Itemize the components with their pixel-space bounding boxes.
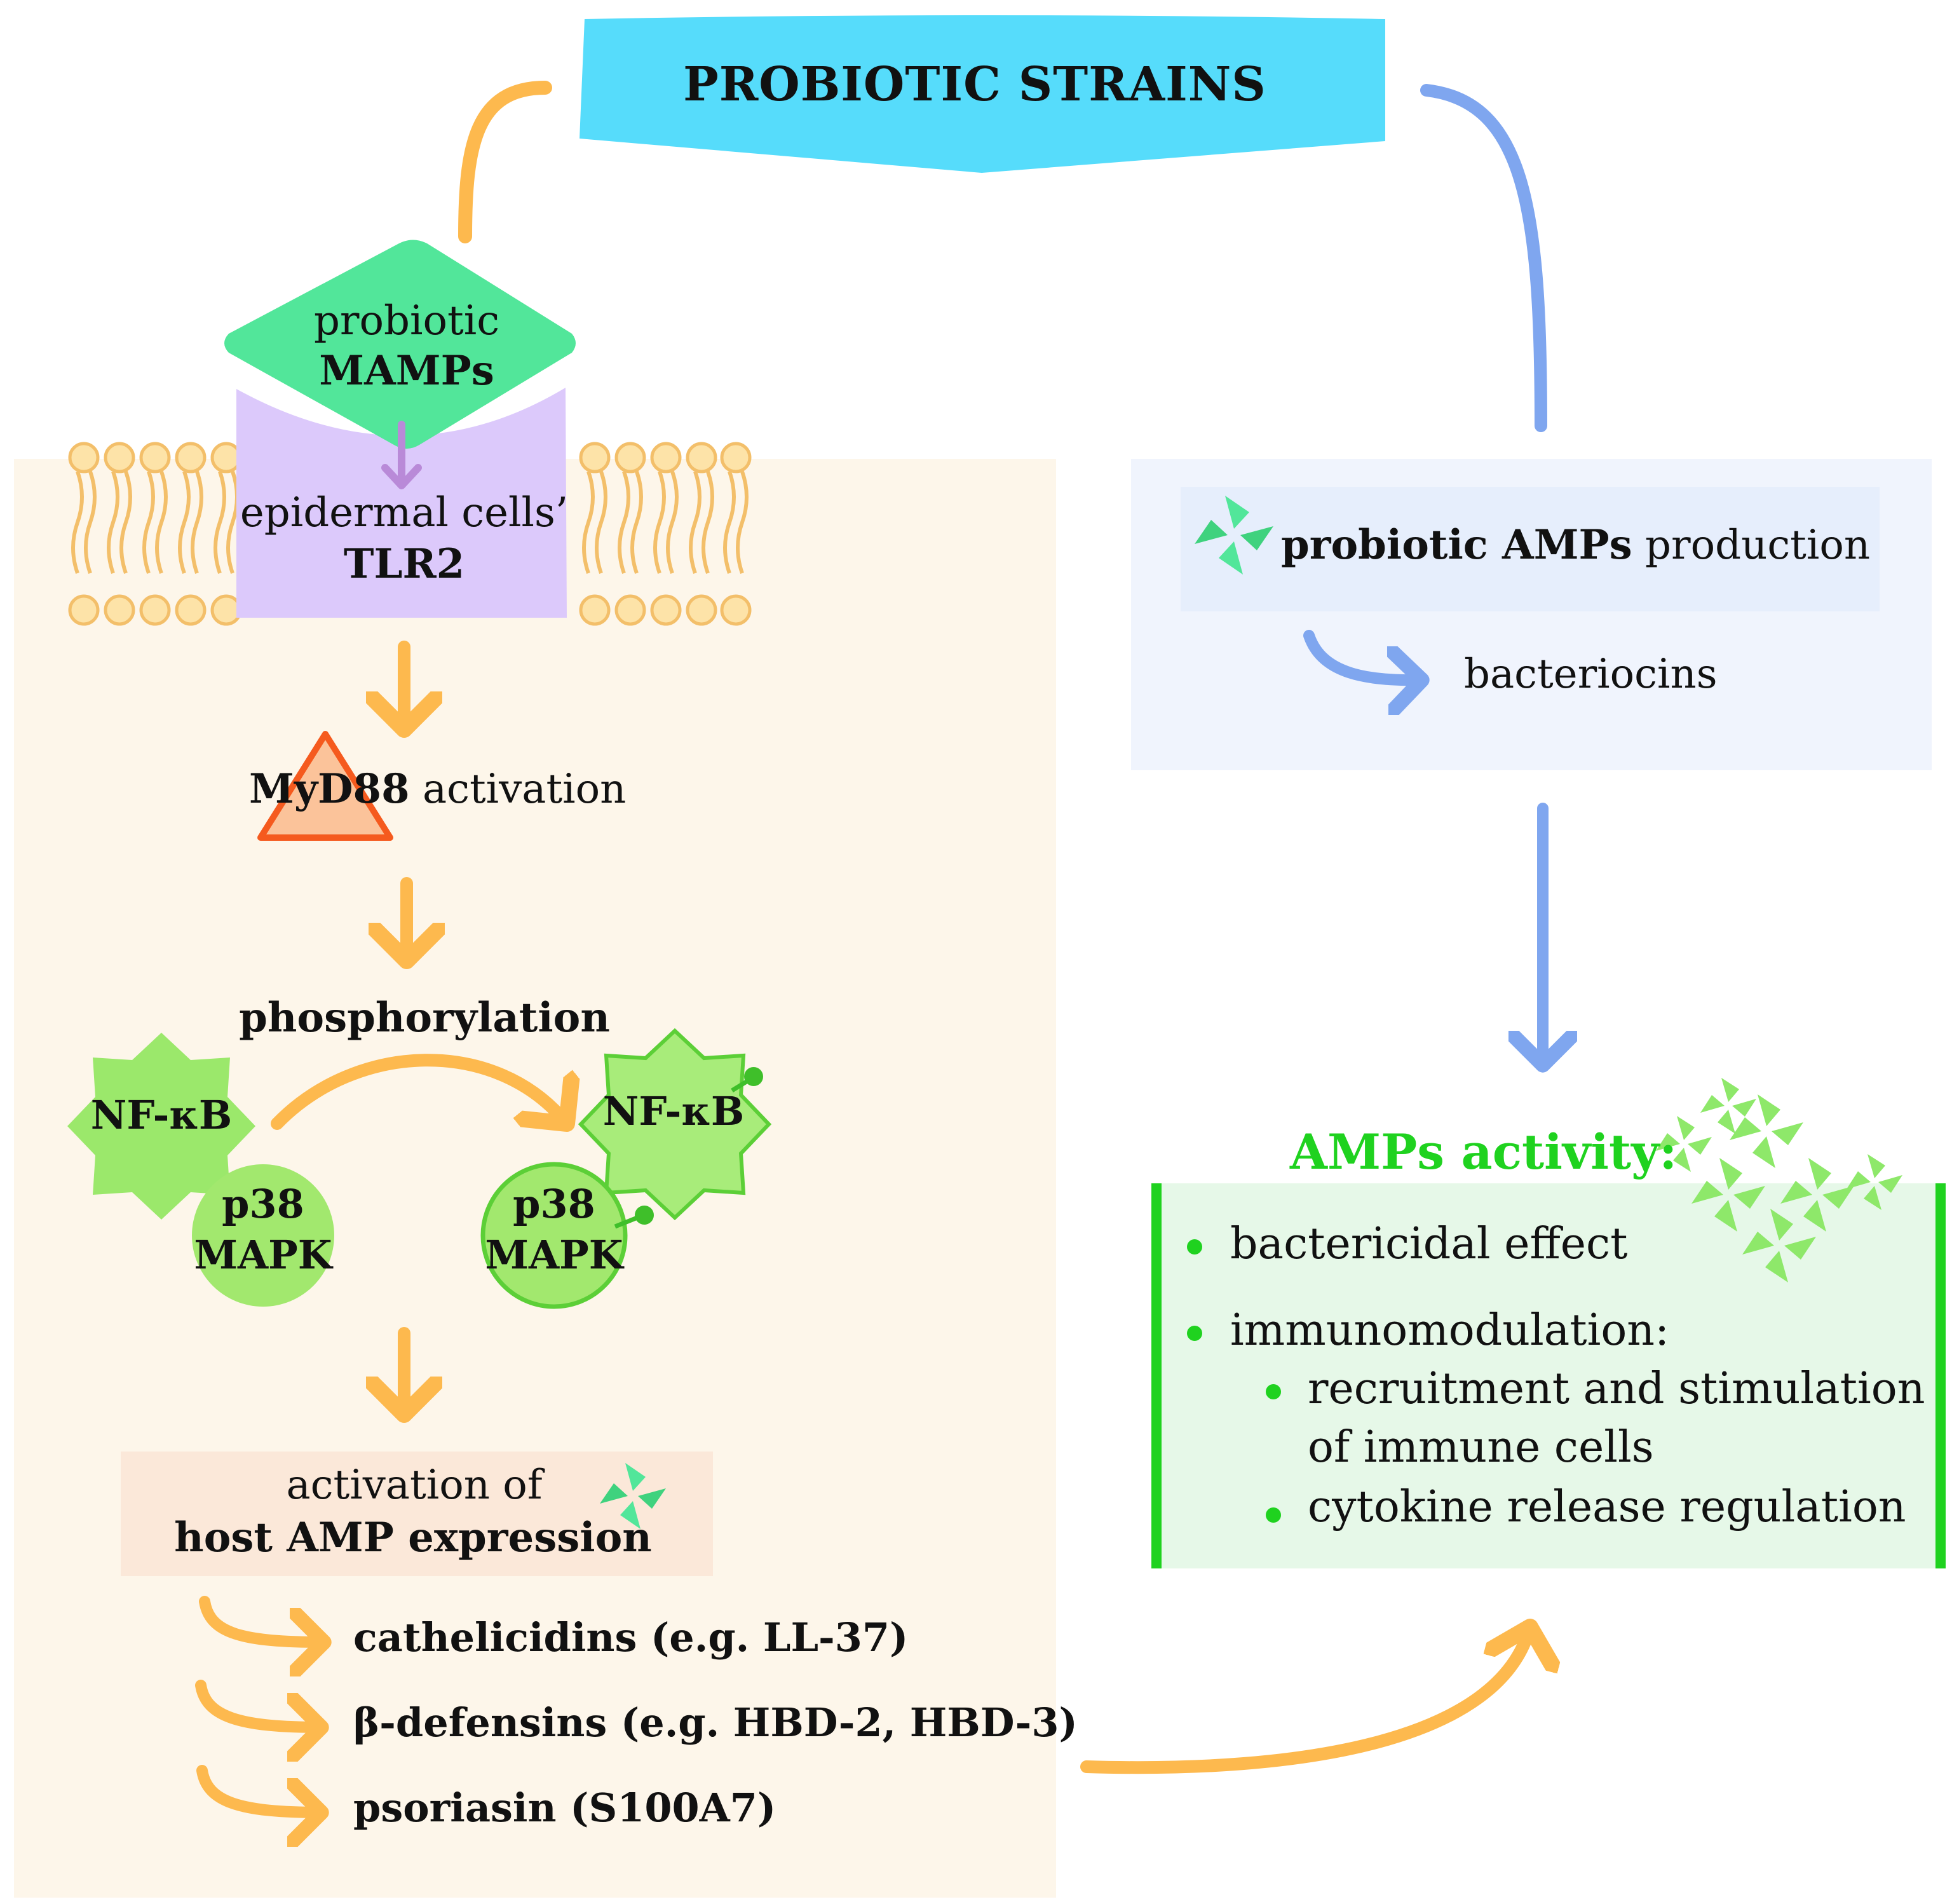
tlr2-receptor-shape	[236, 388, 567, 618]
activity-item-immunomodulation: immunomodulation:	[1230, 1305, 1669, 1356]
nfkb-phosphate-dot	[744, 1067, 763, 1086]
lipid-tails-right	[582, 471, 749, 574]
nfkb-star-right	[578, 1028, 772, 1221]
product-psoriasin: psoriasin (S100A7)	[353, 1785, 776, 1831]
nfkb-label-right: NF-κB	[602, 1088, 745, 1134]
myd88-activation-text: activation	[409, 766, 627, 813]
p38-phosphate-dot	[635, 1206, 654, 1225]
banner-to-production-line	[1420, 84, 1547, 432]
tlr2-label-line2: TLR2	[343, 540, 465, 588]
host-amp-line1: activation of	[286, 1462, 543, 1509]
product-beta-defensins: β-defensins (e.g. HBD-2, HBD-3)	[353, 1699, 1078, 1746]
amp-cluster-icon	[1656, 1078, 1902, 1282]
p38-label-right-line1: p38	[513, 1181, 595, 1227]
amps-activity-title: AMPs activity:	[1290, 1124, 1678, 1180]
activity-subitem-cytokine: cytokine release regulation	[1308, 1482, 1906, 1532]
production-header-box	[1181, 487, 1880, 611]
amp-peptide-icon-production	[1195, 496, 1273, 575]
mamps-label-line2: MAMPs	[319, 347, 494, 395]
p38-label-left-line1: p38	[222, 1181, 304, 1227]
p38-circle-left	[192, 1164, 334, 1307]
probiotic-amps-production-label: probiotic AMPs production	[1281, 521, 1870, 569]
amp-peptide-icon-host	[600, 1463, 666, 1529]
activity-bullets	[1187, 1239, 1281, 1523]
activity-subitem-recruitment-line1: recruitment and stimulation	[1308, 1364, 1925, 1414]
phosphorylation-arrow	[271, 1054, 567, 1124]
product-arrow-3	[196, 1765, 322, 1812]
phosphorylation-label: phosphorylation	[239, 994, 610, 1042]
banner-to-mamps-line	[458, 81, 552, 243]
lipid-bilayer-right	[579, 442, 752, 626]
myd88-label: MyD88 activation	[249, 765, 626, 813]
p38-label-left-line2: MAPK	[194, 1232, 332, 1278]
tlr2-label-line1: epidermal cells’	[240, 489, 569, 536]
p38-label-right-line2: MAPK	[485, 1232, 623, 1278]
product-arrow-2	[195, 1680, 322, 1727]
banner-shape	[580, 15, 1385, 173]
host-amp-box	[121, 1452, 713, 1576]
production-text: production	[1632, 522, 1871, 569]
product-arrow-1	[199, 1596, 324, 1642]
mamps-diamond	[224, 240, 576, 449]
lipid-bilayer-left	[68, 442, 242, 626]
product-cathelicidins: cathelicidins (e.g. LL-37)	[353, 1614, 909, 1661]
banner-title: PROBIOTIC STRAINS	[683, 57, 1266, 112]
lipid-tails-left	[71, 471, 239, 574]
p38-circle-right	[480, 1162, 628, 1309]
myd88-triangle	[257, 731, 393, 841]
mamps-label-line1: probiotic	[313, 297, 500, 344]
production-to-bacteriocins-arrow	[1303, 630, 1422, 680]
bacteriocins-label: bacteriocins	[1464, 651, 1718, 698]
activity-subitem-recruitment-line2: of immune cells	[1308, 1422, 1654, 1472]
probiotic-amps-text: probiotic AMPs	[1281, 521, 1632, 569]
activity-item-bactericidal: bactericidal effect	[1230, 1219, 1628, 1269]
nfkb-star-left	[67, 1033, 255, 1220]
amps-activity-box	[1151, 1183, 1946, 1568]
nfkb-label-left: NF-κB	[90, 1092, 233, 1138]
host-to-activity-arrow	[1080, 1627, 1530, 1774]
myd88-name: MyD88	[249, 765, 410, 813]
host-amp-line2: host AMP expression	[174, 1514, 652, 1561]
